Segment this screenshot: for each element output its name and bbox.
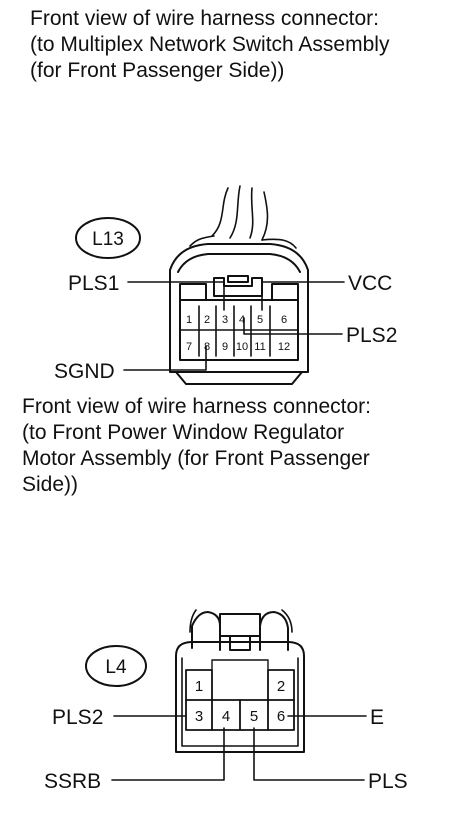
pin-number: 2 — [277, 678, 285, 695]
pin-number: 4 — [239, 314, 245, 326]
lock-tab-top-l13 — [227, 275, 249, 283]
pin-number: 10 — [236, 341, 248, 353]
lock-tab-l4 — [219, 613, 261, 637]
caption-line: Front view of wire harness connector: — [22, 395, 371, 418]
connector-housing-l4 — [175, 641, 305, 753]
connector-housing-l13 — [169, 243, 309, 373]
pin-number: 6 — [281, 314, 287, 326]
pin-number: 3 — [222, 314, 228, 326]
pin-number: 11 — [254, 341, 265, 353]
label-pls2: PLS2 — [52, 706, 103, 729]
pin-number: 6 — [277, 708, 285, 725]
pin-number: 1 — [195, 678, 203, 695]
connector-tag-l4: L4 — [105, 657, 127, 678]
label-pls: PLS — [368, 770, 408, 793]
pin-number: 4 — [222, 708, 230, 725]
label-sgnd: SGND — [54, 360, 115, 383]
caption-line: Motor Assembly (for Front Passenger — [22, 447, 370, 470]
label-pls1: PLS1 — [68, 272, 119, 295]
caption-connector-l13: Front view of wire harness connector: (t… — [30, 6, 389, 84]
caption-line: Front view of wire harness connector: — [30, 7, 379, 30]
connector-flange-l13 — [175, 371, 303, 385]
wire-bundle-l13 — [189, 185, 297, 249]
connector-l13 — [75, 185, 345, 385]
caption-connector-l4: Front view of wire harness connector: (t… — [22, 394, 371, 498]
connector-tag-l13: L13 — [92, 229, 124, 250]
label-ssrb: SSRB — [44, 770, 101, 793]
pin-number: 8 — [204, 341, 210, 353]
lock-tab-l13 — [213, 277, 263, 297]
pin-number: 5 — [257, 314, 263, 326]
latch-right-l4 — [259, 611, 289, 651]
latch-left-l4 — [191, 611, 221, 651]
pin-number: 5 — [250, 708, 258, 725]
leader-lines-l4 — [111, 715, 367, 781]
connector-l4 — [85, 609, 367, 781]
connector-tag-bubble-l13 — [75, 217, 141, 259]
pin-number: 1 — [186, 314, 192, 326]
pin-grid-l13 — [179, 305, 299, 357]
pin-grid-l4 — [185, 659, 295, 731]
label-e: E — [370, 706, 384, 729]
pin-number: 3 — [195, 708, 203, 725]
label-vcc: VCC — [348, 272, 392, 295]
caption-line: Side)) — [22, 473, 79, 496]
connector-tag-bubble-l4 — [85, 645, 147, 687]
label-pls2: PLS2 — [346, 324, 397, 347]
connector-inner-rim-l13 — [177, 253, 301, 273]
caption-line: (for Front Passenger Side)) — [30, 59, 285, 82]
caption-line: (to Multiplex Network Switch Assembly — [30, 33, 390, 56]
pin-number: 12 — [278, 341, 290, 353]
pin-number: 9 — [222, 341, 228, 353]
leader-lines-l13 — [123, 281, 345, 371]
pin-number: 7 — [186, 341, 192, 353]
pin-number: 2 — [204, 314, 210, 326]
caption-line: (to Front Power Window Regulator — [22, 421, 345, 444]
